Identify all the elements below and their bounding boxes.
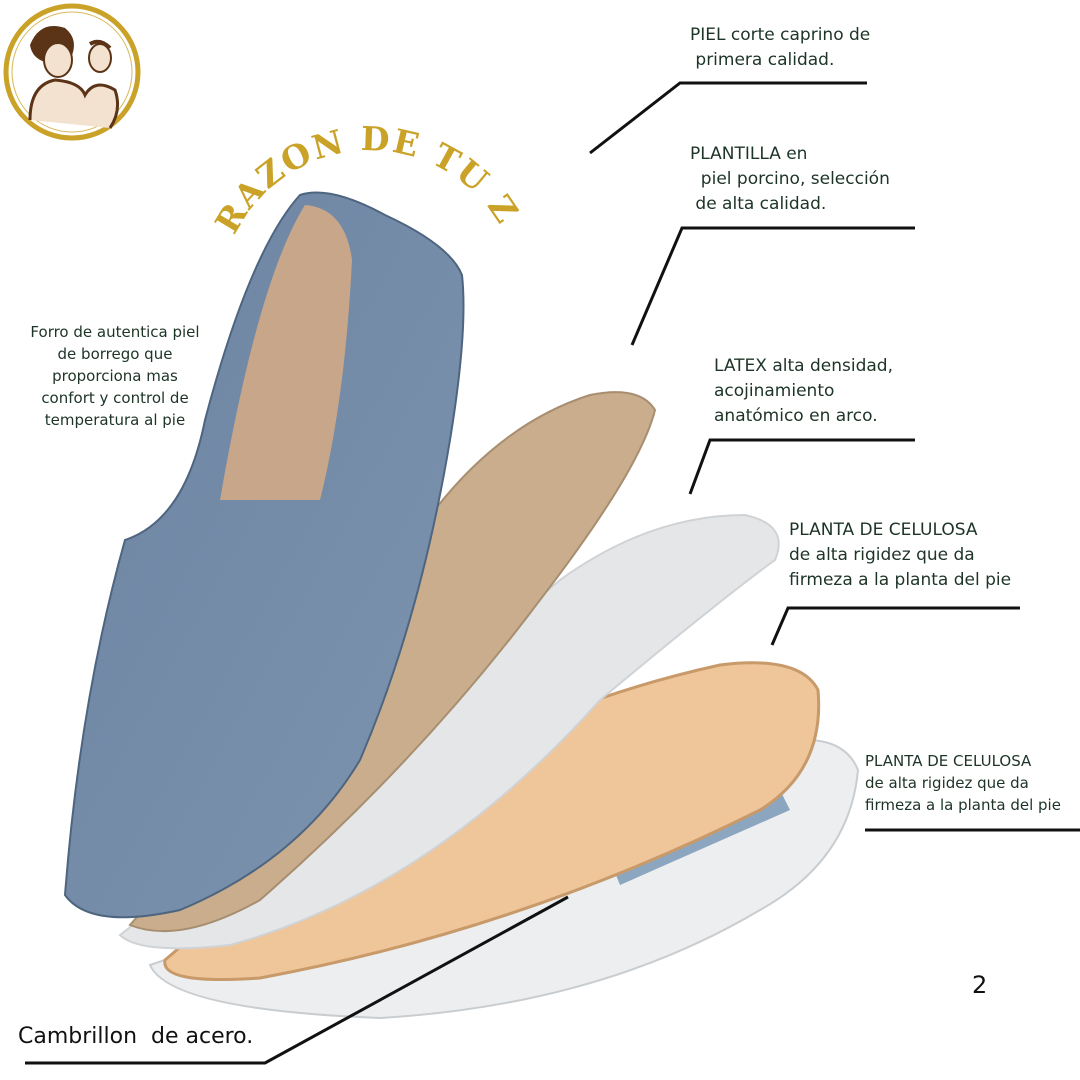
callout-line: de alta rigidez que da <box>865 774 1029 792</box>
callout-plantilla: PLANTILLA en piel porcino, selección de … <box>690 142 890 217</box>
callout-planta-celulosa-2: PLANTA DE CELULOSA de alta rigidez que da… <box>865 750 1061 816</box>
callout-line: anatómico en arco. <box>714 406 878 426</box>
callout-line: proporciona mas <box>52 367 178 385</box>
callout-planta-celulosa-1: PLANTA DE CELULOSA de alta rigidez que da… <box>789 518 1011 593</box>
callout-line: PLANTILLA en <box>690 144 808 164</box>
callout-piel: PIEL corte caprino de primera calidad. <box>690 23 870 73</box>
callout-cambrillon: Cambrillon de acero. <box>18 1024 254 1049</box>
leather-shoe <box>63 191 465 919</box>
leader-lines <box>25 81 1080 1065</box>
callout-line: firmeza a la planta del pie <box>789 570 1012 590</box>
brand-logo-icon <box>3 3 141 141</box>
callout-line: LATEX alta densidad, <box>714 356 893 376</box>
callout-line: primera calidad. <box>690 50 835 70</box>
callout-line: piel porcino, selección <box>690 169 890 189</box>
callout-line: Forro de autentica piel <box>30 323 200 341</box>
callout-forro: Forro de autentica piel de borrego que pro… <box>20 321 210 431</box>
page-number: 2 <box>972 971 988 999</box>
callout-line: firmeza a la planta del pie <box>865 796 1061 814</box>
callout-line: de alta rigidez que da <box>789 545 975 565</box>
callout-latex: LATEX alta densidad, acojinamiento anatómi… <box>714 354 893 429</box>
callout-line: PLANTA DE CELULOSA <box>865 752 1032 770</box>
callout-line: PLANTA DE CELULOSA <box>789 520 978 540</box>
callout-line: confort y control de <box>41 389 189 407</box>
callout-line: temperatura al pie <box>44 411 186 429</box>
callout-line: de borrego que <box>57 345 173 363</box>
callout-line: acojinamiento <box>714 381 835 401</box>
callout-line: PIEL corte caprino de <box>690 25 871 45</box>
sheepskin-lining <box>220 205 352 500</box>
callout-line: de alta calidad. <box>690 194 827 214</box>
